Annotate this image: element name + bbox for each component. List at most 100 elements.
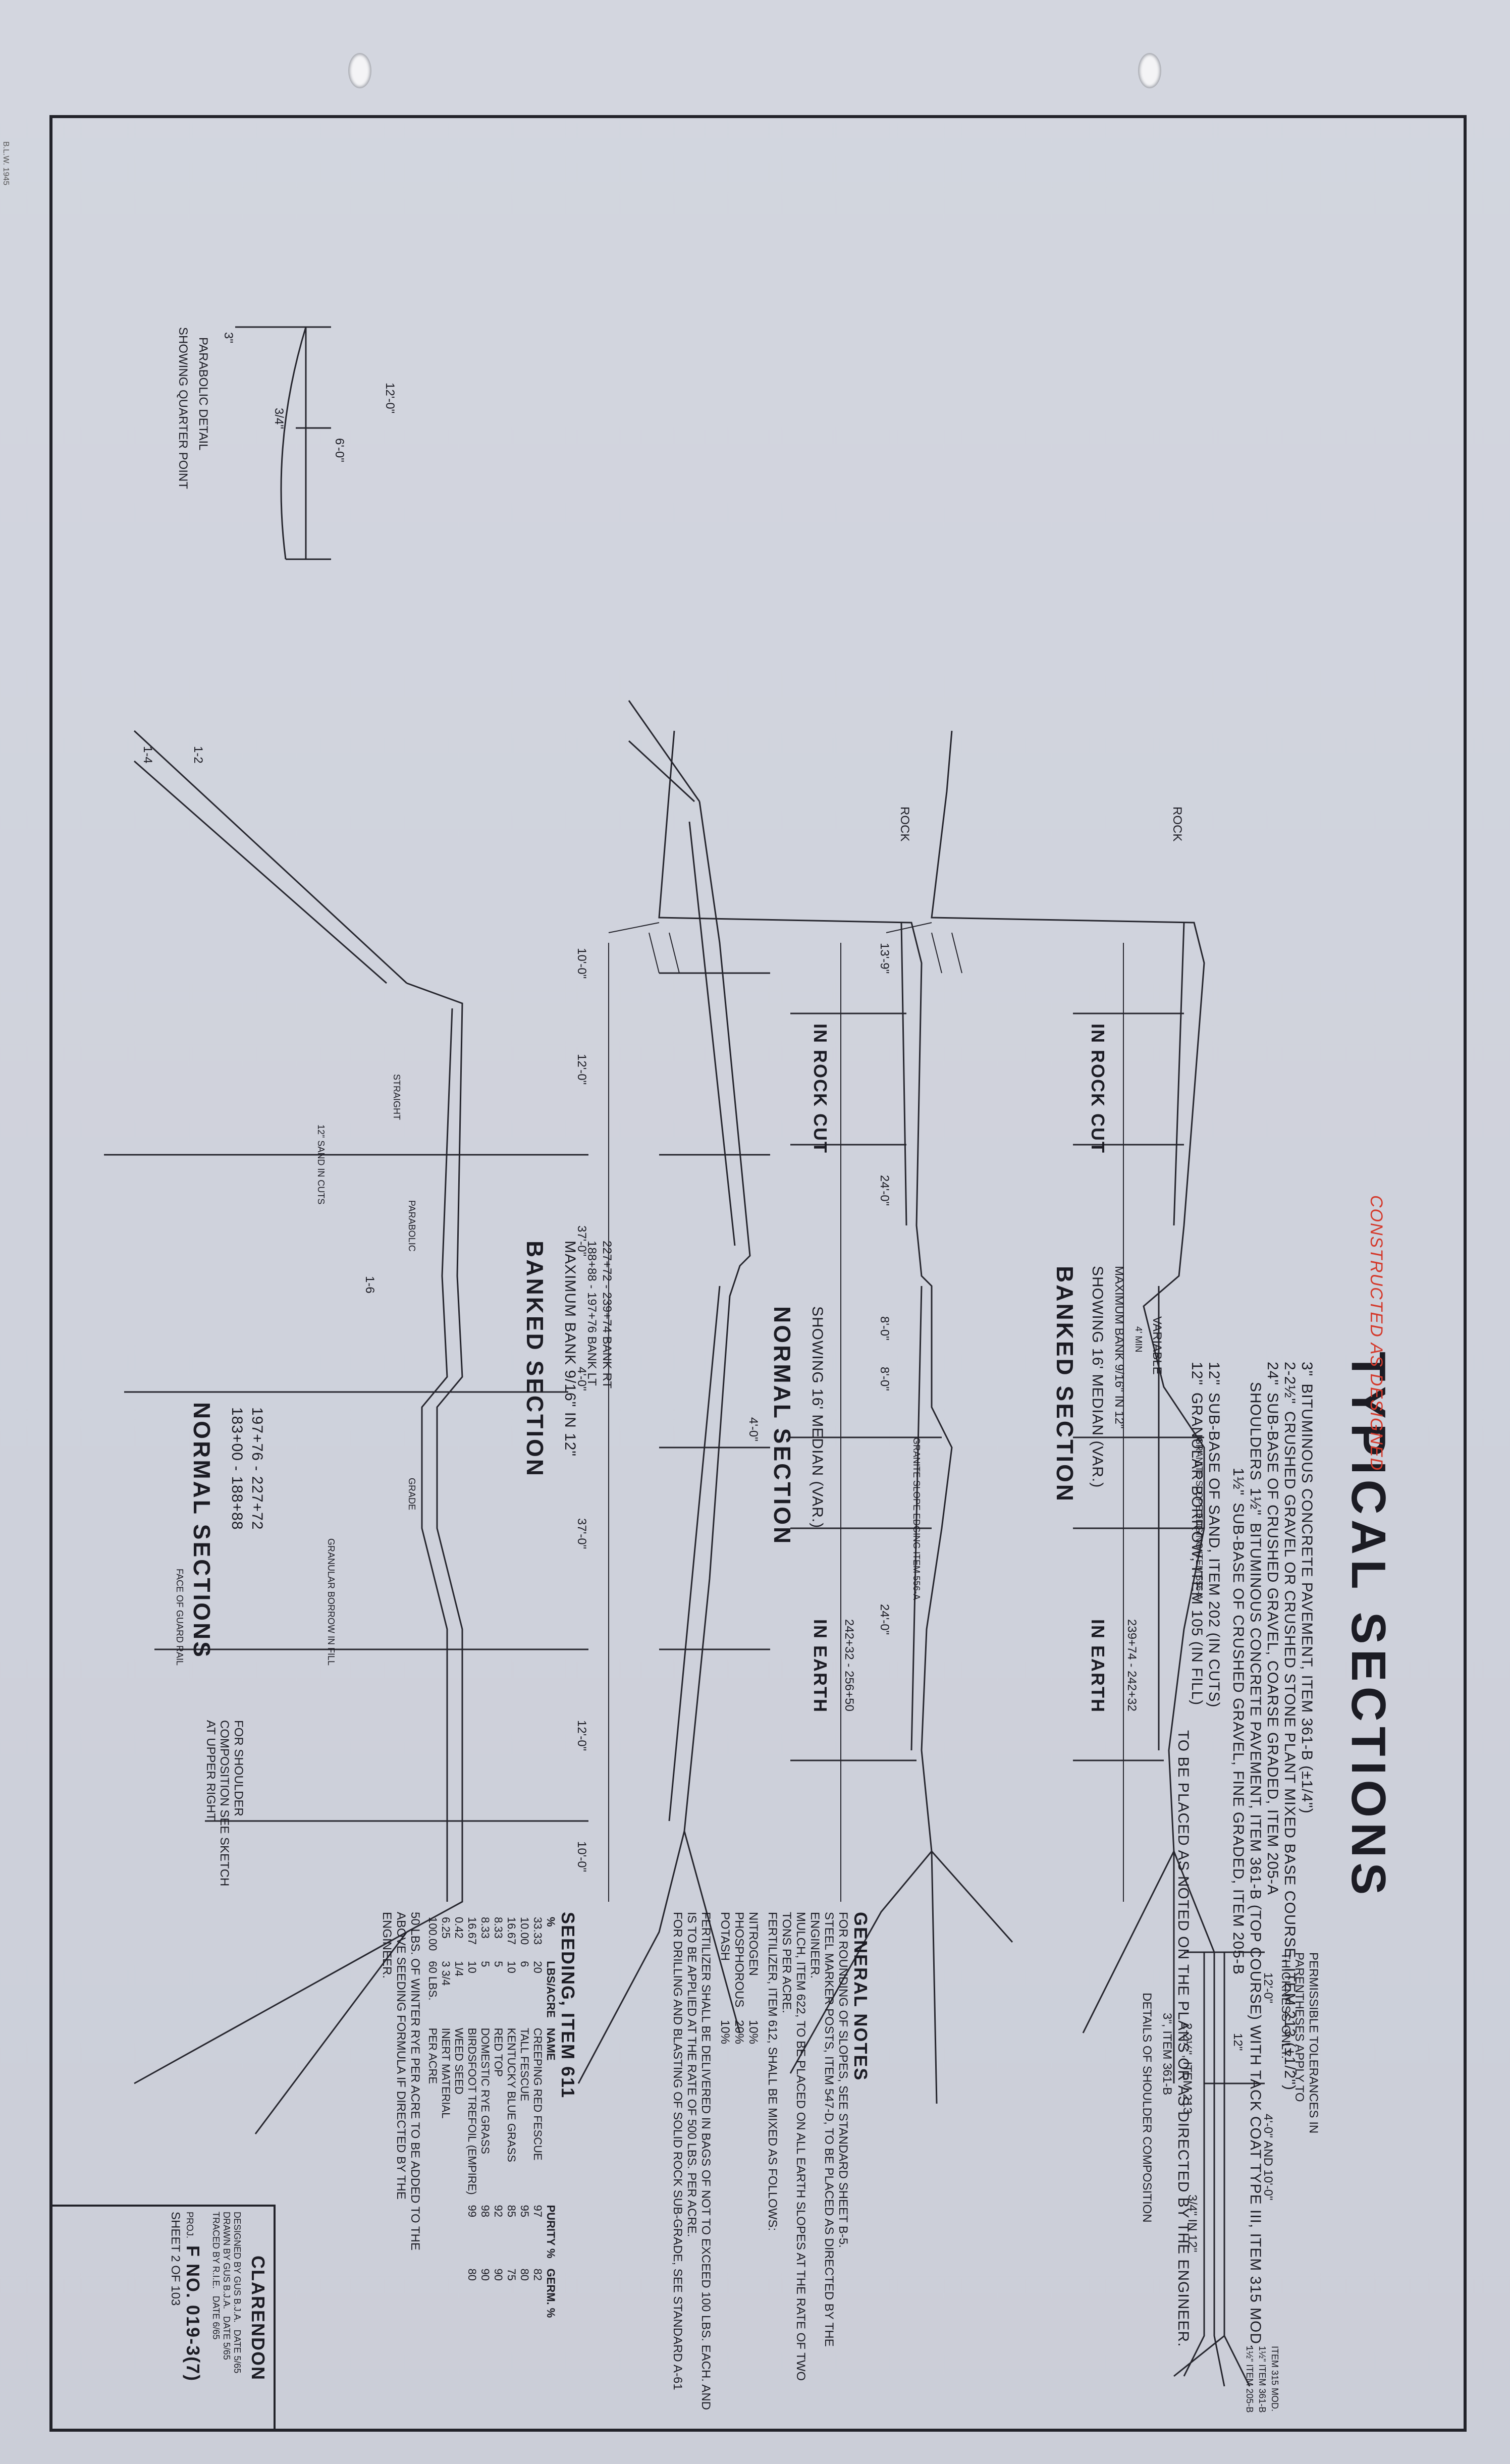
banked-rock-subtitle: SHOWING 16' MEDIAN (VAR.) [1089,1266,1106,1488]
section-linework [104,326,1265,2387]
shoulder-item-205: 1½" ITEM 205-B [1245,2346,1255,2413]
dim-13: 13'-9" [878,943,891,974]
general-note-line: FOR ROUNDING OF SLOPES, SEE STANDARD SHE… [836,1912,850,2248]
seed-cell: WEED SEED [453,2027,465,2095]
grade-label: GRADE [407,1478,417,1511]
min-label: 4' MIN [1134,1326,1144,1353]
shoulder-detail-title: DETAILS OF SHOULDER COMPOSITION [1140,1993,1154,2223]
banked-rock-station: 239+74 - 242+32 [1125,1619,1139,1711]
straight-label: STRAIGHT [392,1074,402,1120]
drawn-by: DRAWN BY GUS B.J.A. [222,2212,232,2310]
banked-section-title: BANKED SECTION [522,1241,548,1478]
seed-cell: INERT MATERIAL [440,2027,452,2119]
dim-24-left: 24'-0" [878,1175,891,1206]
traced-by: TRACED BY R.I.E. [211,2212,221,2289]
normal-sections-station-2: 197+76 - 227+72 [249,1407,265,1530]
seed-cell: 16.67 [466,1917,478,1945]
seed-cell: RED TOP [492,2027,505,2077]
seed-cell: 100.00 [426,1917,439,1951]
seed-cell: TALL FESCUE [518,2027,531,2102]
seed-header: % [545,1917,557,1927]
seed-cell: 0.42 [453,1917,465,1939]
seed-cell: BIRDSFOOT TREFOIL (EMPIRE) [466,2027,478,2195]
punch-hole-right [1138,53,1161,88]
proj-label: PROJ. [185,2212,195,2239]
seed-cell: 80 [518,2268,531,2281]
traced-date: DATE 6/65 [211,2295,221,2340]
general-note-line: MULCH, ITEM 622, TO BE PLACED ON ALL EAR… [780,1912,807,2381]
seed-cell: 10 [466,1961,478,1973]
normal-rock-left-label: IN ROCK CUT [810,1024,831,1154]
dim-4-left: 4'-0" [575,1367,588,1391]
guard-rail-label: FACE OF GUARD RAIL [175,1569,185,1666]
normal-rock-station: 242+32 - 256+50 [842,1619,856,1711]
fert-note: FERTILIZER SHALL BE DELIVERED IN BAGS OF… [685,1912,713,2410]
title-block: CLARENDON DESIGNED BY GUS B.J.A.DATE 5/6… [49,2205,276,2432]
parabolic-label: PARABOLIC [407,1200,417,1252]
seed-cell: PER ACRE [426,2027,439,2084]
shoulder-dim-12: 12'-0" [1261,1972,1275,2004]
seed-cell: 1/4 [453,1961,465,1976]
seed-cell: 5 [492,1961,505,1967]
seed-cell [426,2264,439,2323]
normal-rock-subtitle: SHOWING 16' MEDIAN (VAR.) [809,1306,826,1529]
shoulder-item-361b: 3", ITEM 361-B [1160,2013,1174,2096]
banked-section-station-1: 188+88 - 197+76 BANK LT [585,1241,599,1386]
banked-rock-bank: MAXIMUM BANK 9/16" IN 12" [1112,1266,1126,1429]
seed-cell: 33.33 [531,1917,544,1945]
rotated-drawing: TYPICAL SECTIONS CONSTRUCTED AS DESIGNED… [49,115,1467,2432]
seed-cell: 85 [505,2205,518,2218]
seeding-title: SEEDING, ITEM 611 [558,1912,578,2099]
seed-cell [439,2264,452,2323]
banked-rock-title: BANKED SECTION [1052,1266,1078,1504]
seed-cell [426,2200,439,2264]
dim-10-right: 10'-0" [575,1841,588,1872]
seed-cell [452,2264,465,2323]
normal-rock-right-label: IN EARTH [810,1619,831,1713]
seed-cell: 10 [505,1961,518,1973]
normal-rock-title: NORMAL SECTION [769,1306,795,1546]
seed-cell: DOMESTIC RYE GRASS [479,2027,492,2154]
edging-label-2: GRANITE SLOPE EDGING ITEM 556-A [1194,1437,1204,1600]
normal-sections-station-1: 183+00 - 188+88 [229,1407,245,1530]
granular-label: GRANULAR BORROW IN FILL [326,1538,336,1666]
punch-hole-left [348,53,371,88]
seed-cell: 10.00 [518,1917,531,1945]
dim-37-right: 37'-0" [575,1518,588,1549]
designed-by: DESIGNED BY GUS B.J.A. [232,2212,242,2323]
shoulder-see-note: FOR SHOULDER COMPOSITION SEE SKETCH AT U… [203,1720,245,1887]
shoulder-slope: 3/4" IN 12" [1185,2194,1199,2253]
fert-name: PHOSPHOROUS [732,1912,746,2008]
seed-cell: 90 [492,2268,505,2281]
dim-8-right: 8'-0" [878,1367,891,1391]
fert-name: NITROGEN [746,1912,760,1976]
shoulder-item-213: 2-2½", ITEM 213 [1180,2023,1194,2114]
seed-cell: 6 [518,1961,531,1967]
seed-cell [439,2200,452,2264]
dim-24-right: 24'-0" [878,1604,891,1635]
fert-pct: 10% [718,2020,732,2045]
banked-section-subtitle: MAXIMUM BANK 9/16" IN 12" [562,1241,578,1457]
banked-rock-right-label: IN EARTH [1088,1619,1108,1713]
seeding-note: 50 LBS. OF WINTER RYE PER ACRE TO BE ADD… [380,1912,422,2251]
general-notes-title: GENERAL NOTES [850,1912,871,2081]
slope-label-2: 1-2 [191,746,205,764]
shoulder-dim-12in: 12" [1231,2033,1245,2051]
variable-label: VARIABLE [1150,1316,1164,1375]
rock-note: FOR DRILLING AND BLASTING OF SOLID ROCK … [671,1912,684,2390]
seed-cell: CREEPING RED FESCUE [531,2027,544,2161]
seed-cell: 3 3/4 [440,1961,452,1986]
dim-12-left: 12'-0" [575,1054,588,1085]
seed-cell: 8.33 [492,1917,505,1939]
proj-number: F NO. 019-3(7) [183,2245,203,2382]
seed-cell [452,2200,465,2264]
shoulder-item-315: ITEM 315 MOD. [1270,2346,1280,2412]
